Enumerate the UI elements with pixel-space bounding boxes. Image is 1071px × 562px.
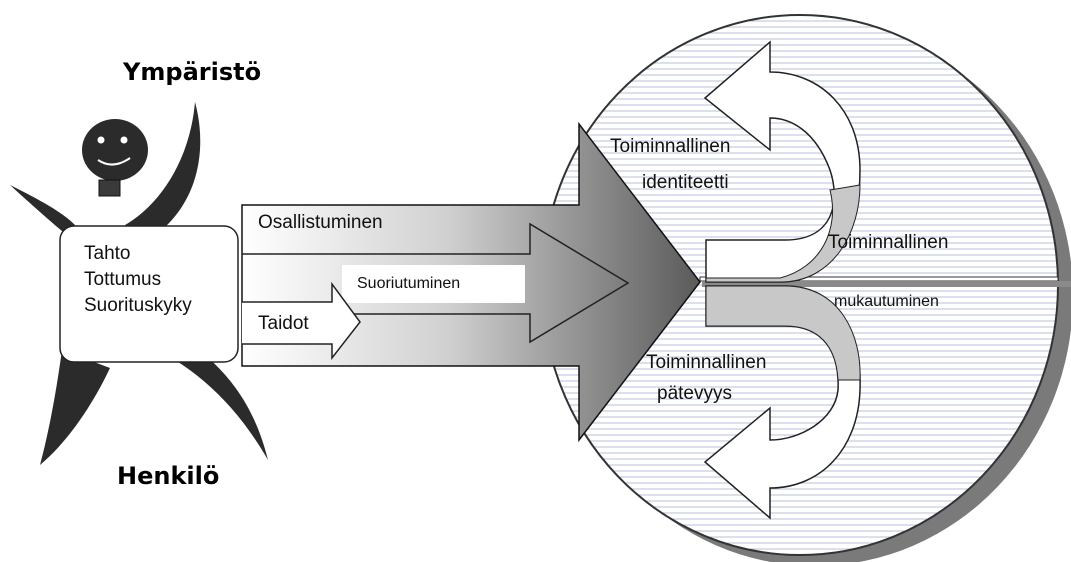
- competence-curl-shade: [705, 285, 861, 381]
- skills-arrow: [242, 281, 361, 361]
- participation-label: Osallistuminen: [258, 212, 383, 233]
- identity-label-line1: Toiminnallinen: [610, 136, 731, 157]
- performance-label-box: [342, 265, 525, 303]
- environment-label: Ympäristö: [123, 58, 262, 86]
- figure-head: [82, 119, 148, 181]
- skills-label: Taidot: [258, 313, 309, 334]
- person-label: Henkilö: [117, 462, 220, 490]
- adaptation-label-line2: mukautuminen: [834, 293, 939, 310]
- figure-right-arm: [125, 102, 201, 248]
- identity-label-line2: identiteetti: [642, 172, 729, 193]
- adaptation-label-line1: Toiminnallinen: [828, 232, 949, 253]
- performance-label: Suoriutuminen: [357, 275, 461, 292]
- performance-arrow: [242, 222, 630, 344]
- person-box-line-will: Tahto: [84, 243, 131, 264]
- person-box: [59, 225, 239, 363]
- person-box-text: Tahto Tottumus Suorituskyky: [84, 241, 192, 319]
- competence-label-line2: pätevyys: [657, 383, 732, 404]
- person-box-line-capacity: Suorituskyky: [84, 295, 192, 316]
- figure-right-leg: [175, 355, 268, 460]
- figure-face: [97, 136, 131, 166]
- competence-label-line1: Toiminnallinen: [646, 352, 767, 373]
- figure-neck: [98, 179, 121, 197]
- divider-line-shadow: [702, 281, 1071, 287]
- identity-curl-shade: [705, 184, 861, 283]
- person-box-line-habit: Tottumus: [84, 269, 162, 290]
- figure-left-leg: [40, 350, 110, 465]
